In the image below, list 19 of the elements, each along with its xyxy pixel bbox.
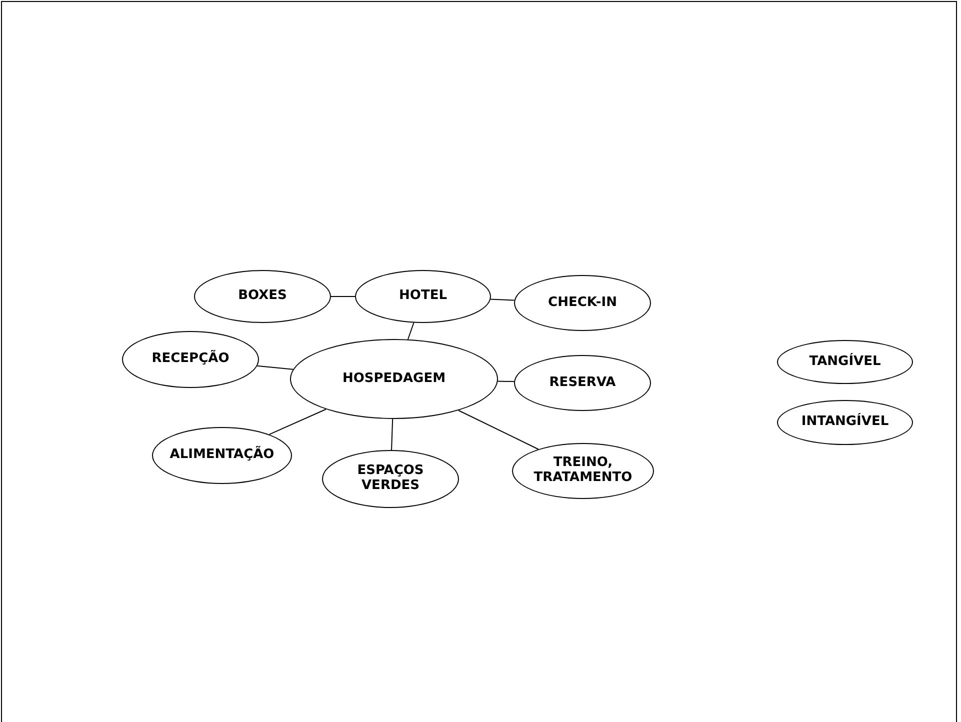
node-label: ESPAÇOS VERDES [356, 464, 425, 494]
node-label: RESERVA [549, 376, 616, 390]
node-label: HOSPEDAGEM [342, 372, 446, 386]
node-label: TANGÍVEL [809, 354, 881, 370]
connector-line [268, 408, 326, 435]
connector-line [497, 380, 515, 382]
connector-line [490, 298, 515, 301]
node-label: HOTEL [399, 289, 447, 304]
node-label: TREINO, TRATAMENTO [532, 456, 634, 486]
connector-line [256, 365, 294, 370]
connector-line [458, 410, 539, 450]
connector-line [407, 322, 414, 340]
connector-line [391, 418, 394, 450]
node-label: RECEPÇÃO [152, 352, 230, 367]
node-label: BOXES [238, 289, 287, 304]
node-label: ALIMENTAÇÃO [170, 448, 274, 463]
node-label: CHECK-IN [548, 296, 617, 310]
node-label: INTANGÍVEL [801, 415, 889, 430]
connector-line [330, 296, 356, 297]
